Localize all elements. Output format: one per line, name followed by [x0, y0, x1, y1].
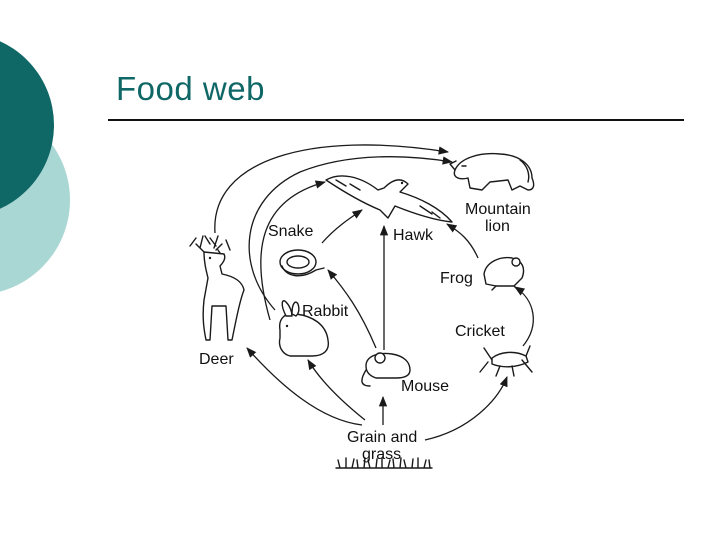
cricket-icon — [479, 345, 533, 377]
organism-labels: Deer Rabbit Snake Hawk Mountain lion Fro… — [199, 201, 531, 463]
label-mouse: Mouse — [401, 378, 449, 395]
mountain-lion-icon — [449, 152, 535, 191]
arrow-deer-to-lion — [214, 144, 450, 234]
deer-icon — [189, 235, 245, 341]
hawk-icon — [325, 175, 453, 223]
corner-circle-dark — [0, 41, 54, 209]
rabbit-icon — [278, 300, 330, 357]
label-grain-1: Grain and — [347, 429, 417, 446]
arrow-rabbit-to-lion — [248, 156, 454, 311]
label-mountain-lion-2: lion — [485, 218, 510, 235]
slide-title: Food web — [116, 70, 265, 107]
arrow-cricket-to-frog — [514, 286, 534, 347]
arrow-grain-to-deer — [246, 347, 363, 426]
mouse-icon — [361, 352, 411, 387]
label-grain-2: grass — [362, 446, 401, 463]
corner-decoration — [0, 41, 70, 292]
energy-arrows — [214, 144, 534, 441]
title-divider — [108, 119, 684, 121]
arrow-frog-to-hawk — [446, 223, 479, 259]
snake-icon — [279, 249, 325, 277]
grass-icon — [335, 457, 433, 469]
frog-icon — [483, 256, 525, 291]
arrow-grain-to-cricket — [424, 376, 508, 441]
label-mountain-lion-1: Mountain — [465, 201, 531, 218]
label-snake: Snake — [268, 223, 313, 240]
arrow-mouse-to-snake — [327, 269, 377, 349]
arrow-grain-to-rabbit — [307, 359, 366, 421]
label-rabbit: Rabbit — [302, 303, 349, 320]
label-frog: Frog — [440, 270, 473, 287]
arrow-snake-to-hawk — [321, 209, 363, 244]
label-deer: Deer — [199, 351, 234, 368]
label-hawk: Hawk — [393, 227, 434, 244]
label-cricket: Cricket — [455, 323, 505, 340]
arrow-rabbit-to-hawk — [260, 180, 327, 321]
